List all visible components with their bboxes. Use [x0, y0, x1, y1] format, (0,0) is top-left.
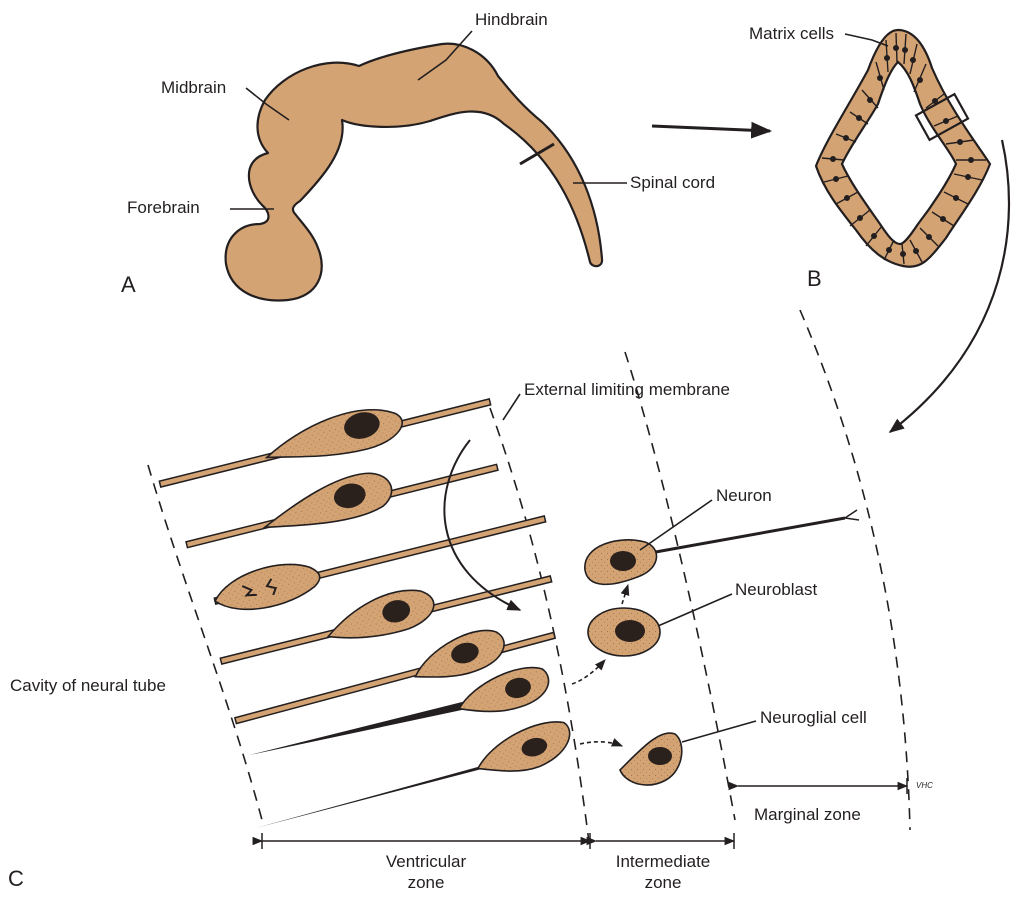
spinal-cord-label: Spinal cord — [630, 173, 715, 193]
intermediate-zone-label-line1: Intermediate — [616, 852, 711, 872]
arrow-a-to-b — [652, 126, 770, 131]
neuroblast-label: Neuroblast — [735, 580, 817, 600]
midbrain-label: Midbrain — [161, 78, 226, 98]
neuroglial-leader — [682, 721, 756, 742]
matrix-to-glia-arrow — [580, 742, 622, 746]
panel-b-cross-section — [816, 30, 990, 267]
neuroblast-to-neuron-arrow — [622, 585, 628, 604]
panel-a-letter: A — [121, 272, 136, 297]
ventricular-surface-line — [148, 465, 262, 820]
external-limiting-membrane-line — [490, 408, 590, 850]
artist-initials: VHC — [916, 781, 933, 790]
ventricular-zone-label-line1: Ventricular — [386, 852, 466, 872]
neuroblast-cell — [588, 608, 660, 656]
forebrain-label: Forebrain — [127, 198, 200, 218]
neuroblast-leader — [658, 594, 732, 626]
neuron-label: Neuron — [716, 486, 772, 506]
neuroglial-cell-label: Neuroglial cell — [760, 708, 867, 728]
ventricular-cells — [154, 379, 576, 842]
cavity-label: Cavity of neural tube — [10, 676, 166, 696]
matrix-to-neuroblast-arrow — [572, 660, 605, 684]
neuroglial-cell — [620, 733, 682, 785]
hindbrain-label: Hindbrain — [475, 10, 548, 30]
neuron-cell — [585, 510, 859, 584]
elm-leader — [503, 394, 520, 420]
panel-b-letter: B — [807, 266, 822, 291]
matrix-cells-label: Matrix cells — [749, 24, 834, 44]
matrix-cell — [249, 717, 577, 842]
intermediate-zone-label-line2: zone — [645, 873, 682, 893]
external-limiting-membrane-label: External limiting membrane — [524, 380, 730, 400]
pial-surface-line — [800, 310, 910, 830]
marginal-zone-label: Marginal zone — [754, 805, 861, 825]
panel-a-brain-drawing — [226, 31, 627, 300]
neural-tube-outline — [226, 44, 602, 301]
ventricular-zone-label-line2: zone — [408, 873, 445, 893]
panel-c-letter: C — [8, 866, 24, 891]
